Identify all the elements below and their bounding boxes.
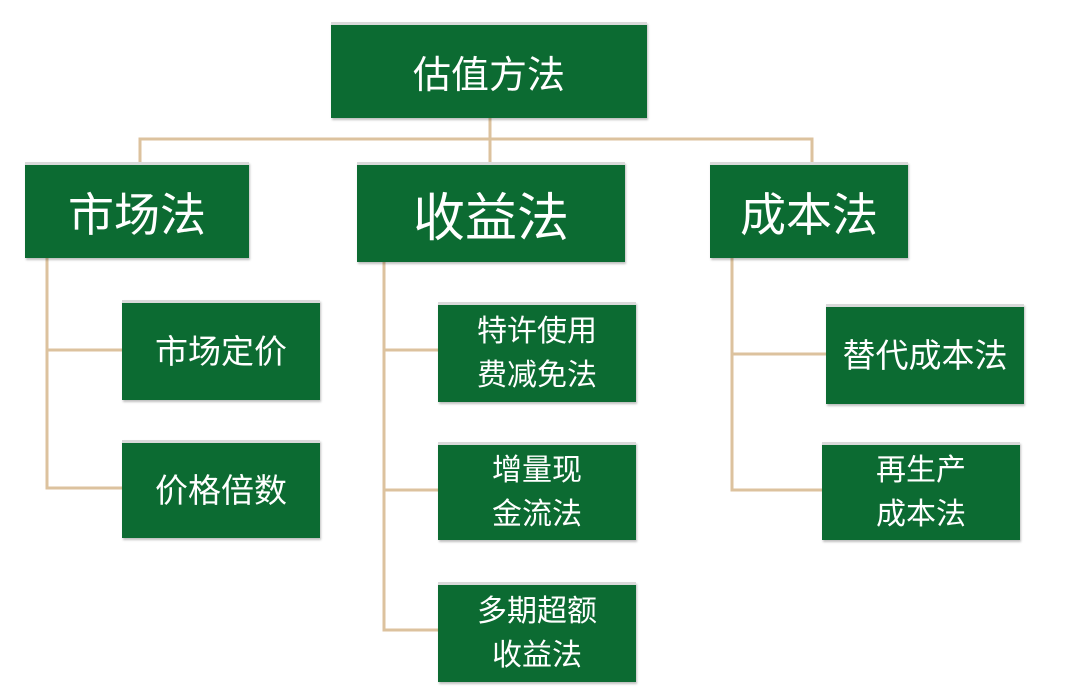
root-node-valuation-methods: 估值方法 [331, 22, 647, 118]
method-market-pricing: 市场定价 [122, 300, 320, 400]
method-relief-from-royalty: 特许使用 费减免法 [438, 302, 636, 402]
method-label: 再生产 成本法 [876, 453, 966, 532]
method-label: 替代成本法 [842, 335, 1008, 375]
method-reproduction-cost: 再生产 成本法 [822, 442, 1020, 540]
method-multi-period-excess-earnings: 多期超额 收益法 [438, 582, 636, 682]
root-label: 估值方法 [412, 53, 565, 97]
category-income-approach: 收益法 [357, 162, 625, 262]
method-label: 增量现 金流法 [492, 453, 582, 532]
method-label: 价格倍数 [155, 470, 287, 510]
method-incremental-cash-flow: 增量现 金流法 [438, 442, 636, 540]
category-cost-approach: 成本法 [710, 162, 908, 258]
method-label: 市场定价 [155, 331, 287, 371]
method-price-multiples: 价格倍数 [122, 440, 320, 538]
method-label: 多期超额 收益法 [477, 594, 597, 673]
category-label-cost: 成本法 [740, 187, 878, 242]
method-replacement-cost: 替代成本法 [826, 304, 1024, 404]
method-label: 特许使用 费减免法 [477, 314, 597, 393]
category-market-approach: 市场法 [25, 162, 249, 258]
category-label-market: 市场法 [68, 187, 206, 242]
category-label-income: 收益法 [412, 189, 569, 249]
